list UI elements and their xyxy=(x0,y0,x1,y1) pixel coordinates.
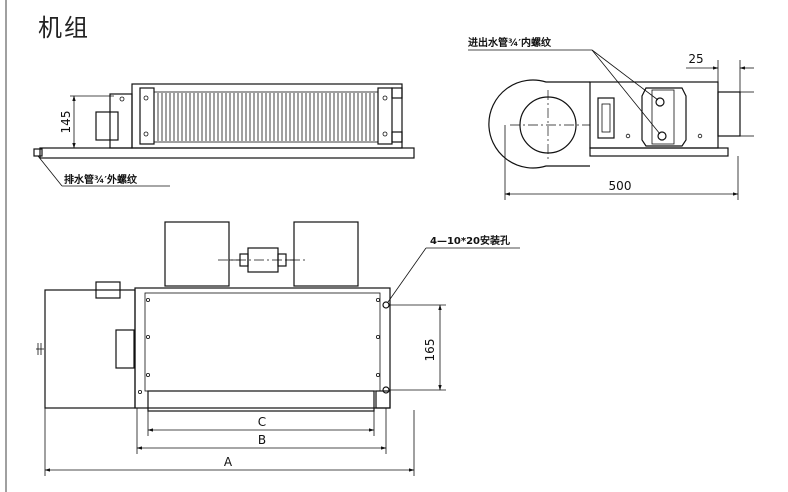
coil-fin-area xyxy=(153,91,379,143)
motor-bracket xyxy=(597,97,615,139)
side-view: 25 500 进出水管¾′内螺纹 xyxy=(468,36,754,200)
mounting-holes-label: 4—10*20安装孔 xyxy=(430,234,510,247)
fixing-screw xyxy=(625,133,631,139)
pipe-header-plate xyxy=(641,87,687,147)
inlet-outlet-pipe-label: 进出水管¾′内螺纹 xyxy=(468,36,552,49)
blower-housing-left xyxy=(164,221,230,287)
main-body xyxy=(134,287,391,409)
drain-pipe-stub xyxy=(33,148,43,157)
leader-line xyxy=(591,49,659,101)
leader-line xyxy=(387,247,427,303)
dimension-b-text: B xyxy=(258,433,266,447)
panel-screws xyxy=(137,297,380,394)
air-outlet-frame xyxy=(147,390,375,412)
dimension-500-text: 500 xyxy=(609,179,632,193)
dimension-c-text: C xyxy=(258,415,266,429)
drain-pipe-label: 排水管¾′外螺纹 xyxy=(64,173,138,186)
mounting-hole xyxy=(382,301,390,309)
base-plate xyxy=(39,147,415,159)
mounting-hole xyxy=(382,386,390,394)
fixing-screw xyxy=(697,133,703,139)
corner-block xyxy=(375,390,391,409)
pipe-connection-lower xyxy=(391,131,403,143)
motor-bracket-inner xyxy=(601,103,611,133)
dimension-145-text: 145 xyxy=(59,111,73,134)
blower-housing-right xyxy=(293,221,359,287)
fixing-screw xyxy=(143,95,149,101)
fixing-screw xyxy=(382,95,388,101)
fixing-screw xyxy=(143,131,149,137)
blower-scroll xyxy=(488,79,590,169)
side-base-plate xyxy=(589,147,729,157)
fixing-screw xyxy=(119,96,125,102)
leader-line xyxy=(37,155,63,187)
pipe-block xyxy=(115,329,135,369)
coil-body xyxy=(131,83,403,149)
fixing-screw xyxy=(382,131,388,137)
water-outlet-port xyxy=(657,131,667,141)
page-title: 机组 xyxy=(38,14,90,42)
front-elevation-view: 145 排水管¾′外螺纹 xyxy=(33,83,415,187)
pipe-connection-upper xyxy=(391,87,403,99)
end-enclosure xyxy=(44,289,136,409)
electrical-box xyxy=(95,281,121,299)
dimension-25-text: 25 xyxy=(688,52,703,66)
main-body-panel xyxy=(144,292,381,392)
pipe-header-inner xyxy=(651,89,675,145)
pipe-stub-right xyxy=(717,91,741,137)
plan-view: 4—10*20安装孔 165 C B A xyxy=(36,221,520,476)
water-inlet-port xyxy=(655,97,665,107)
dimension-165-text: 165 xyxy=(423,339,437,362)
leader-line xyxy=(591,49,661,135)
dimension-a-text: A xyxy=(224,455,233,469)
motor-housing xyxy=(95,111,119,141)
coil-fins xyxy=(157,93,375,141)
